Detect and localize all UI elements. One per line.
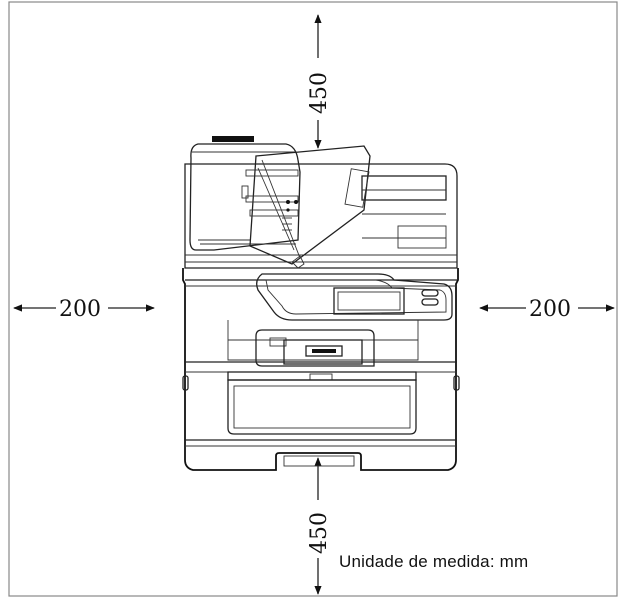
dimension-top: 450 (303, 14, 333, 149)
printer-body-outline (182, 268, 459, 471)
printer-illustration (182, 136, 460, 471)
dimension-right-label: 200 (529, 297, 571, 322)
manual-feed-slot (227, 371, 417, 381)
control-panel (256, 273, 453, 321)
adf-cover (189, 143, 301, 251)
diagram-frame (8, 1, 618, 597)
output-tray-upper (361, 175, 447, 201)
dimension-bottom-label: 450 (307, 512, 332, 554)
panel-button-top (421, 289, 439, 297)
output-bay-frame (255, 329, 375, 367)
dimension-left: 200 (13, 297, 155, 322)
dimension-top-label: 450 (307, 72, 332, 114)
left-handle (182, 375, 189, 391)
dimension-right: 200 (479, 297, 615, 322)
right-handle (453, 375, 460, 391)
unit-note: Unidade de medida: mm (339, 552, 528, 571)
adf-feed-tray (249, 145, 371, 265)
panel-button-bottom (421, 298, 439, 306)
touch-screen (333, 287, 405, 315)
dimension-left-label: 200 (59, 297, 101, 322)
scanner-body (184, 163, 458, 269)
output-paper-stopper (283, 339, 363, 365)
paper-tray-handle (283, 455, 355, 467)
manual-feed-cover (227, 379, 417, 435)
dimension-bottom: 450 (303, 457, 333, 595)
